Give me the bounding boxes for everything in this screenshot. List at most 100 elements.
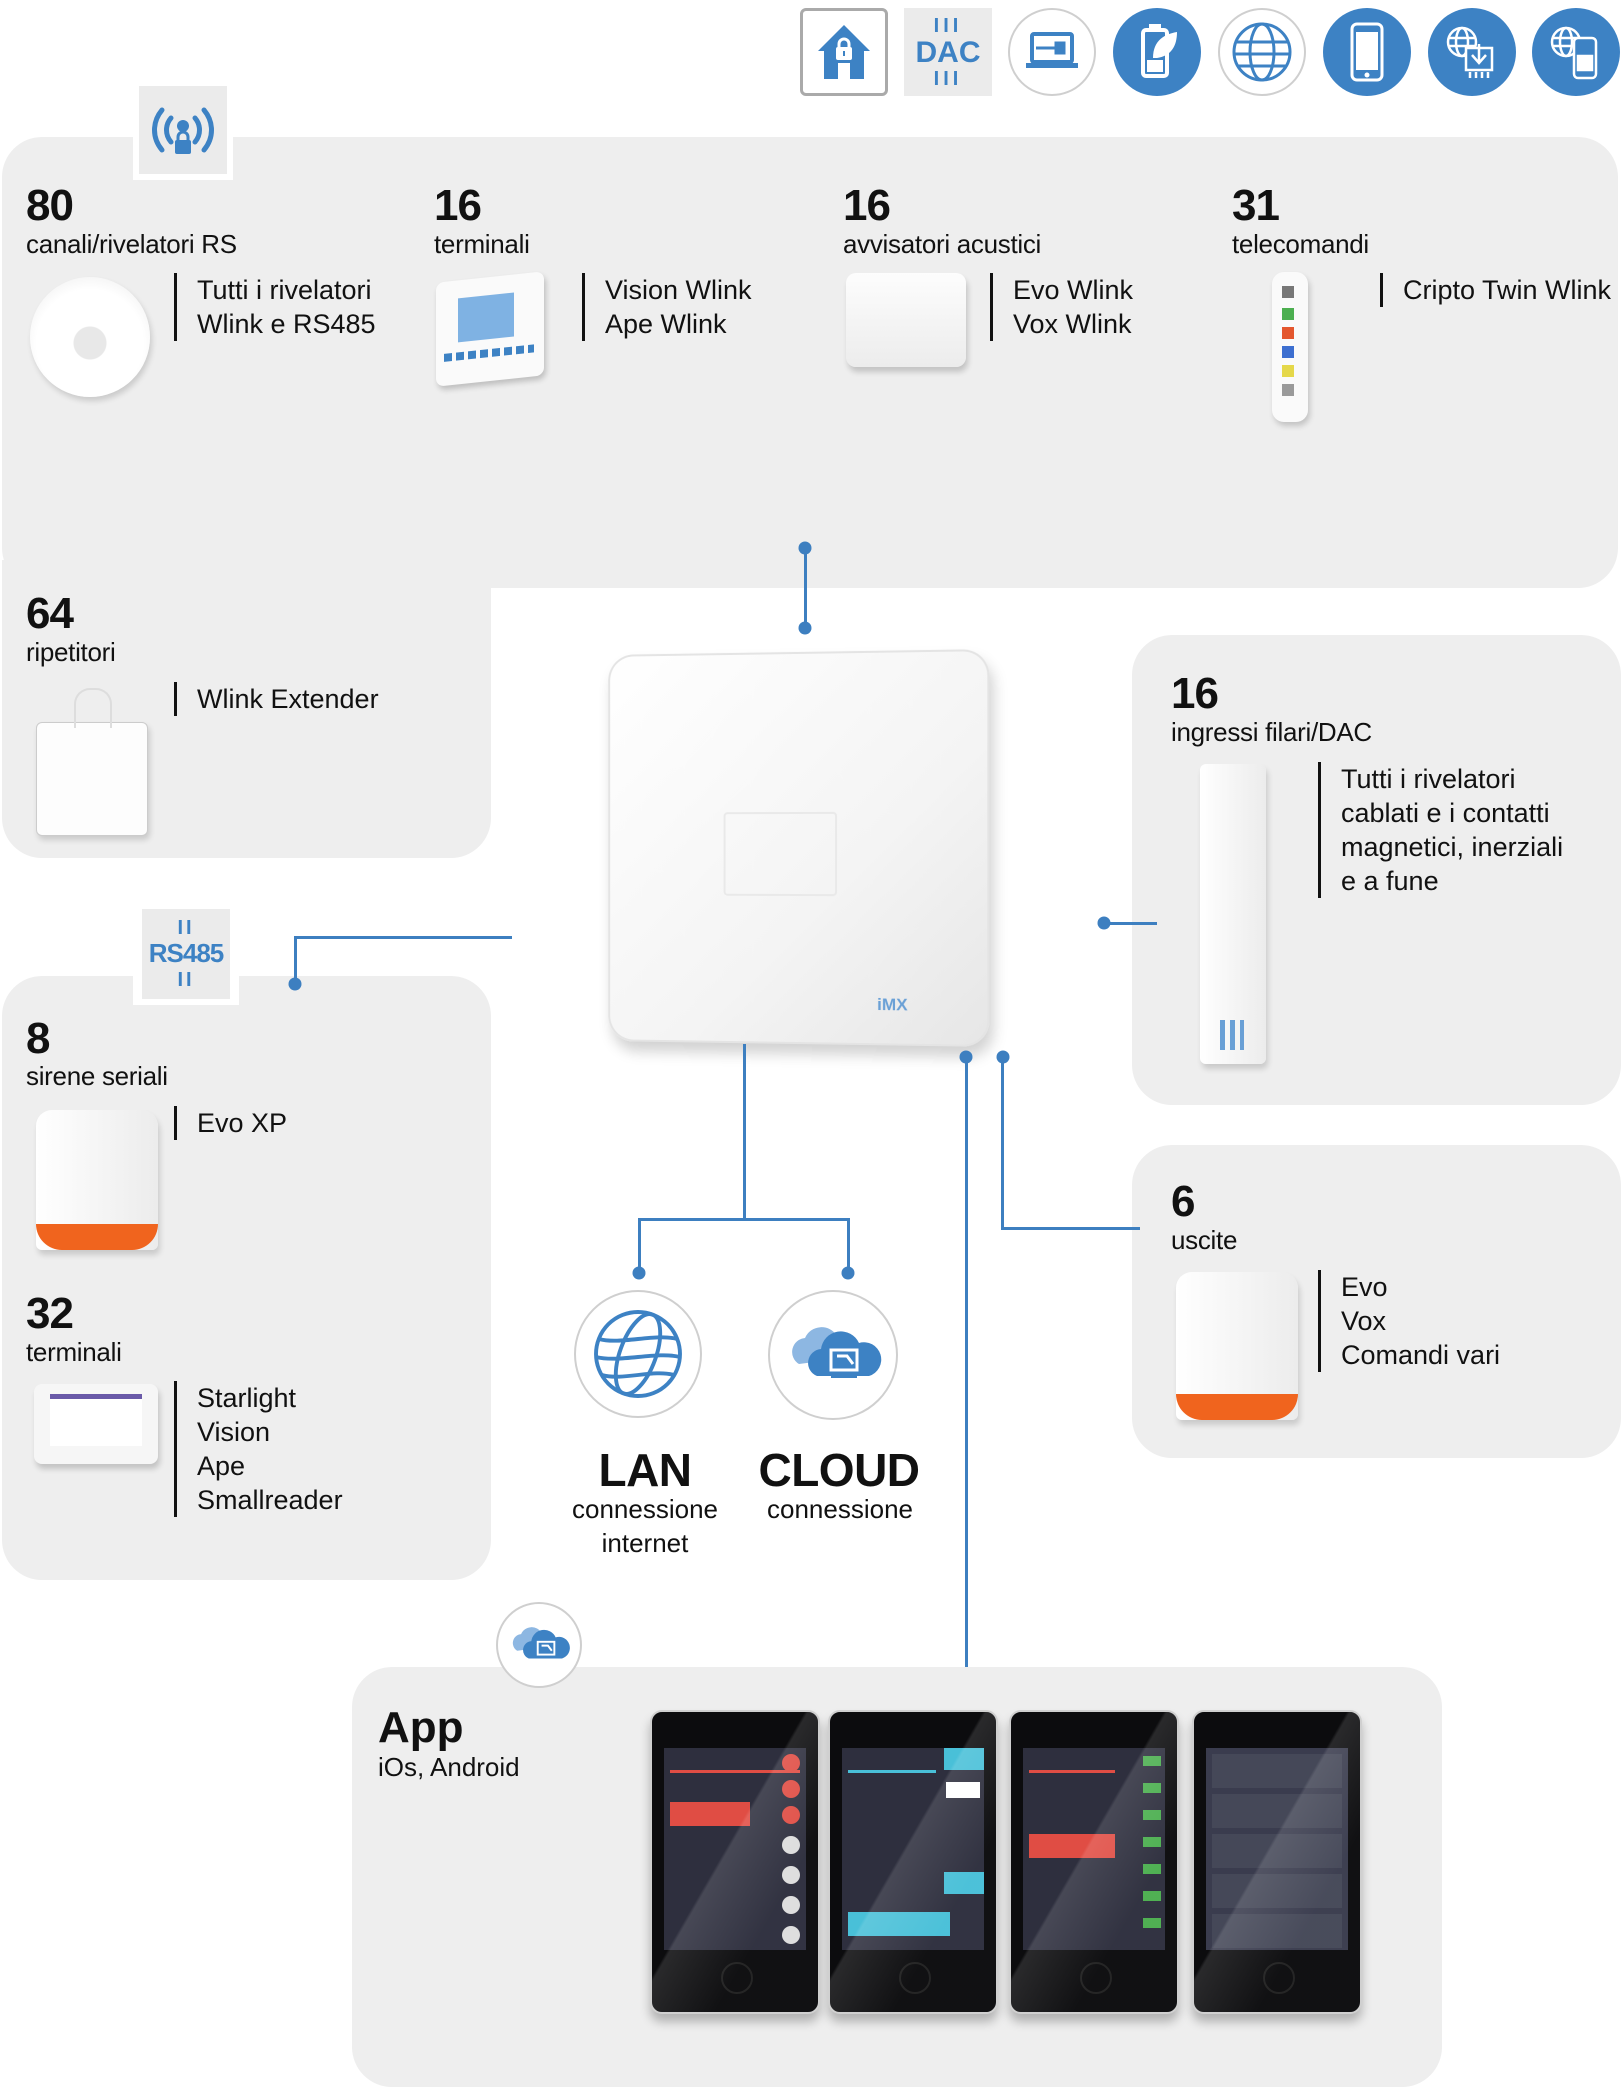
rs485-terminals-count: 32 <box>26 1289 74 1338</box>
model-item: magnetici, inerziali <box>1341 832 1564 862</box>
smartphone-icon <box>1323 8 1411 96</box>
connector-line <box>1103 922 1157 925</box>
phone-screenshot-status-menu <box>1009 1710 1179 2014</box>
wireless-lock-icon <box>139 86 227 174</box>
extender-antenna <box>74 688 112 728</box>
rs485-panel <box>2 976 491 1580</box>
connector-dot <box>996 1050 1010 1064</box>
wired-models: Tutti i rivelatori cablati e i contatti … <box>1318 762 1563 898</box>
model-item: Tutti i rivelatori <box>1341 764 1516 794</box>
model-item: Cripto Twin Wlink <box>1403 275 1612 305</box>
channels-count: 80 <box>26 181 74 230</box>
rs485-badge: II RS485 II <box>133 903 239 1005</box>
rs485-label: RS485 <box>148 938 224 969</box>
battery-eco-icon <box>1113 8 1201 96</box>
lan-subtitle-line: connessione <box>572 1494 718 1524</box>
globe-firmware-icon <box>1428 8 1516 96</box>
app-cloud-icon <box>496 1602 582 1688</box>
outputs-count: 6 <box>1171 1177 1196 1226</box>
app-title: App <box>378 1703 464 1752</box>
connector-line <box>638 1218 850 1221</box>
cloud-subtitle: connessione <box>740 1492 940 1526</box>
wired-caption: ingressi filari/DAC <box>1171 717 1372 747</box>
connector-line <box>638 1218 641 1272</box>
model-item: Wlink Extender <box>197 684 379 714</box>
outdoor-siren-image <box>1176 1272 1298 1420</box>
remotes-count: 31 <box>1232 181 1280 230</box>
model-item: Ape Wlink <box>605 309 727 339</box>
connector-dot <box>798 541 812 555</box>
wired-detector-image <box>1200 764 1266 1064</box>
connector-dot <box>288 977 302 991</box>
connector-dot <box>841 1266 855 1280</box>
extender-image <box>36 722 148 836</box>
model-item: Ape <box>197 1451 246 1481</box>
repeaters-models: Wlink Extender <box>174 682 379 716</box>
connector-line <box>847 1218 850 1272</box>
phone-screenshot-settings-menu <box>828 1710 998 2014</box>
phone-screenshot-alarm-menu <box>650 1710 820 2014</box>
connector-dot <box>632 1266 646 1280</box>
brand-logo <box>723 811 838 897</box>
sounders-count: 16 <box>843 181 891 230</box>
model-item: Smallreader <box>197 1485 343 1515</box>
sirens-count: 8 <box>26 1014 51 1063</box>
wireless-badge <box>133 80 233 180</box>
repeaters-count: 64 <box>26 589 74 638</box>
model-item: Evo XP <box>197 1108 288 1138</box>
connector-line <box>743 1044 746 1221</box>
model-item: Evo Wlink <box>1013 275 1134 305</box>
globe-icon <box>1218 8 1306 96</box>
connector-dot <box>959 1050 973 1064</box>
home-lock-icon <box>800 8 888 96</box>
rs485-terminals-models: Starlight Vision Ape Smallreader <box>174 1381 343 1517</box>
model-item: Vision <box>197 1417 271 1447</box>
wired-count: 16 <box>1171 669 1219 718</box>
terminals-count: 16 <box>434 181 482 230</box>
connector-dot <box>1097 916 1111 930</box>
wireless-devices-panel <box>2 137 1618 588</box>
channels-caption: canali/rivelatori RS <box>26 229 237 259</box>
model-item: Starlight <box>197 1383 297 1413</box>
phone-screenshot-systems-list <box>1192 1710 1362 2014</box>
connector-line <box>965 1057 968 1677</box>
cloud-title: CLOUD <box>758 1444 920 1496</box>
model-item: cablati e i contatti <box>1341 798 1550 828</box>
model-item: Evo <box>1341 1272 1388 1302</box>
siren-image <box>36 1110 158 1250</box>
model-item: Tutti i rivelatori <box>197 275 372 305</box>
lan-subtitle-line: internet <box>601 1528 689 1558</box>
lan-subtitle: connessione internet <box>545 1492 745 1560</box>
connector-line <box>1001 1057 1004 1229</box>
model-item: Wlink e RS485 <box>197 309 376 339</box>
channels-models: Tutti i rivelatori Wlink e RS485 <box>174 273 376 341</box>
remotes-models: Cripto Twin Wlink <box>1380 273 1611 307</box>
touch-terminal-image <box>34 1384 158 1464</box>
central-unit-image: iMX <box>608 649 990 1047</box>
imx-mark: iMX <box>877 994 908 1015</box>
lan-globe-icon <box>574 1290 702 1418</box>
terminals-caption: terminali <box>434 229 530 259</box>
sounders-models: Evo Wlink Vox Wlink <box>990 273 1133 341</box>
sounders-caption: avvisatori acustici <box>843 229 1042 259</box>
sounder-image <box>846 273 966 367</box>
model-item: Comandi vari <box>1341 1340 1501 1370</box>
keypad-image <box>436 271 544 387</box>
app-subtitle: iOs, Android <box>378 1752 520 1782</box>
model-item: Vox <box>1341 1306 1387 1336</box>
cloud-subtitle-line: connessione <box>767 1494 913 1524</box>
terminals-models: Vision Wlink Ape Wlink <box>582 273 752 341</box>
lan-title: LAN <box>598 1444 692 1496</box>
model-item: Vision Wlink <box>605 275 752 305</box>
remotes-caption: telecomandi <box>1232 229 1369 259</box>
rs485-terminals-caption: terminali <box>26 1337 122 1367</box>
connector-line <box>804 548 807 628</box>
connector-line <box>294 936 297 983</box>
dac-icon: III DAC III <box>904 8 992 96</box>
cloud-icon <box>768 1290 898 1420</box>
detector-image <box>30 277 150 397</box>
sirens-caption: sirene seriali <box>26 1061 168 1091</box>
connector-line <box>294 936 512 939</box>
sirens-models: Evo XP <box>174 1106 287 1140</box>
laptop-cable-icon <box>1008 8 1096 96</box>
